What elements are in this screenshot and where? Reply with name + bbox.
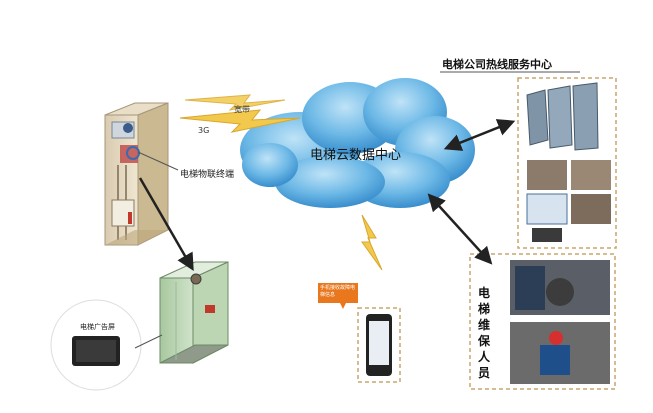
elevator-cab	[159, 261, 229, 364]
phone-caption-box	[318, 283, 358, 303]
lightning-bolt-broadband	[184, 94, 286, 111]
arrow-shaft-cab	[138, 177, 194, 272]
elevator-shaft	[104, 102, 169, 246]
arrow-cloud-maintenance	[427, 193, 493, 265]
maintenance-panel	[469, 253, 616, 390]
link-broadband-label: 宽带	[234, 105, 250, 114]
arrow-cloud-hotline	[443, 119, 516, 151]
cloud-label: 电梯云数据中心	[310, 148, 402, 163]
maintenance-title: 电梯维保人员	[478, 286, 491, 380]
ad-screen-callout-line	[134, 334, 163, 349]
lightning-bolt-phone	[361, 214, 383, 271]
phone-caption-tail	[340, 303, 346, 309]
hotline-center-title: 电梯公司热线服务中心	[442, 58, 552, 71]
terminal-label: 电梯物联终端	[180, 170, 235, 180]
link-3g-label: 3G	[198, 126, 210, 135]
ad-screen-label: 电梯广告屏	[80, 323, 115, 331]
phone-panel	[357, 307, 401, 383]
cloud-shape	[240, 78, 475, 208]
hotline-center-panel	[517, 77, 617, 249]
lightning-bolt-3g	[179, 109, 301, 133]
ad-screen-inset	[50, 299, 142, 391]
phone-caption: 手机接收故障电梯信息	[320, 285, 356, 298]
terminal-callout-line	[137, 151, 179, 171]
